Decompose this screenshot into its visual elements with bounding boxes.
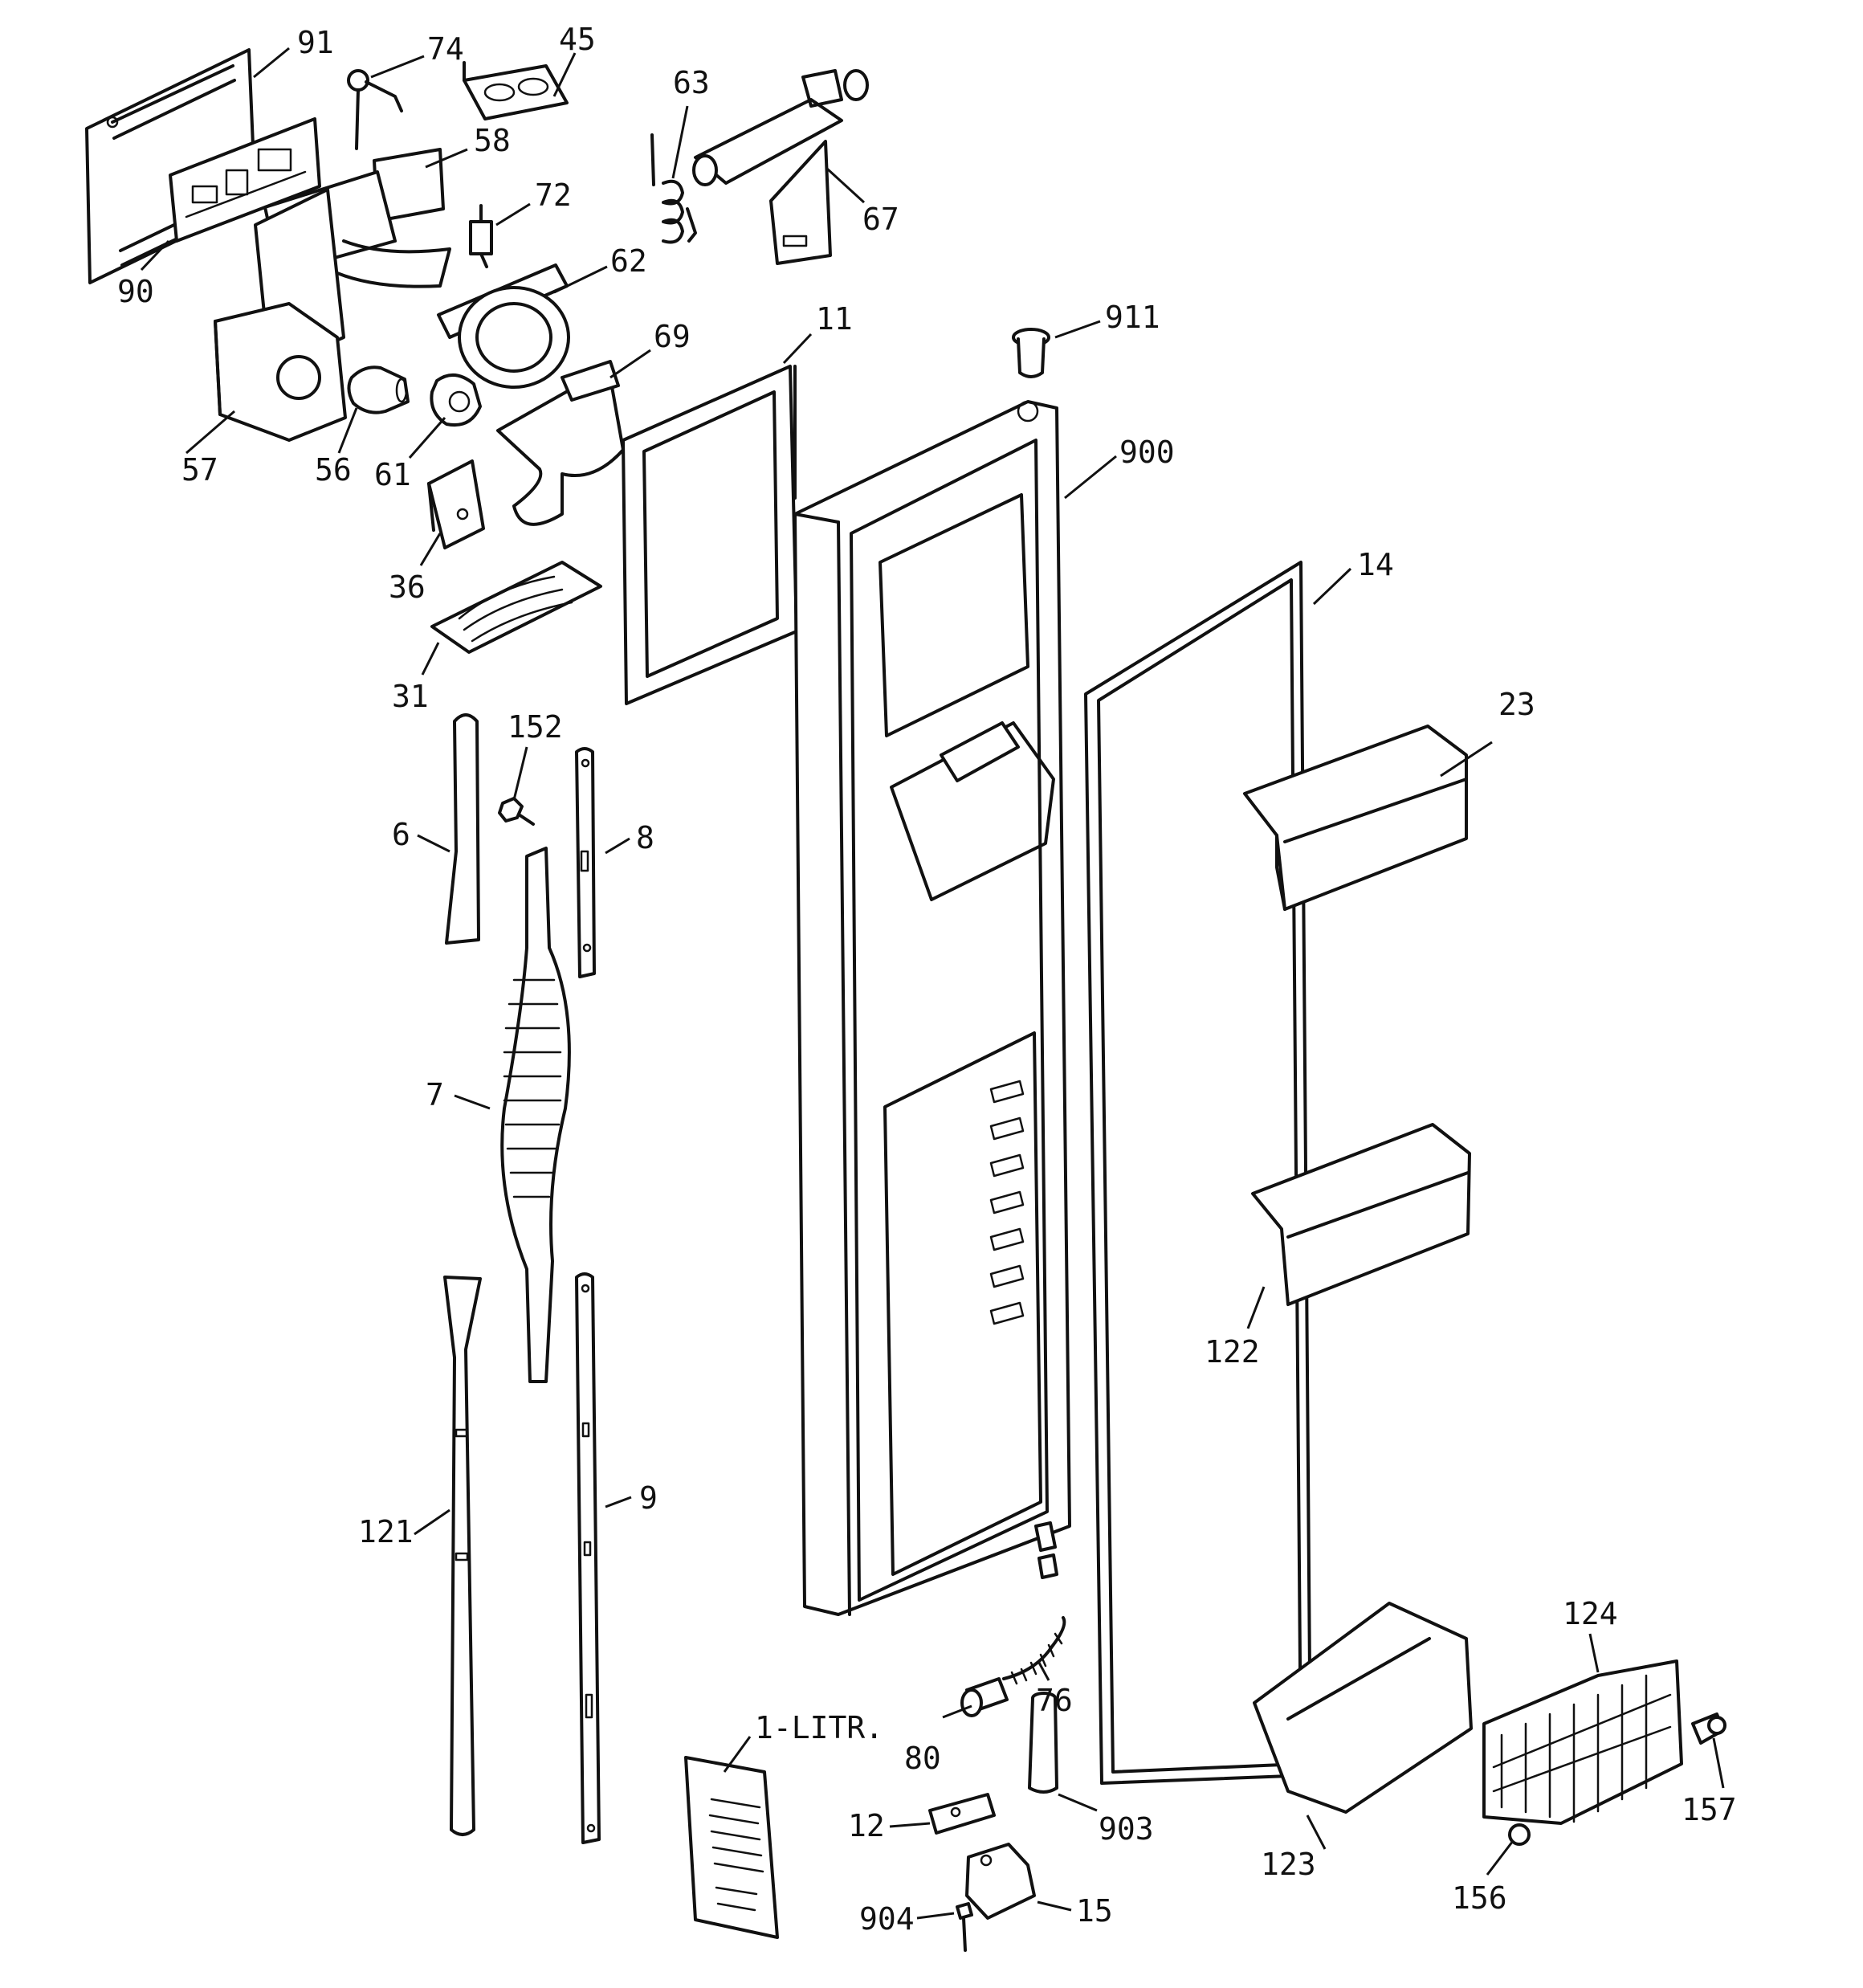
part-90-control-board [169,117,321,243]
part-124-wire-basket [1482,1659,1683,1825]
part-67-actuator-arm [692,69,869,265]
part-7-door-handle [500,847,571,1383]
part-45-bracket [463,61,569,120]
part-6-trim-piece [445,713,480,945]
part-36-bracket [427,459,485,549]
callout-36: 36 [389,569,426,605]
callout-69: 69 [654,319,691,354]
part-31-drip-grille [430,561,602,654]
callout-152: 152 [508,709,563,745]
callout-904: 904 [859,1901,915,1937]
part-76-hose [1002,1521,1066,1685]
part-122-door-bin [1251,1123,1471,1306]
part-12-shim [928,1793,996,1835]
part-62-ice-crusher-ring [437,263,570,389]
callout-6: 6 [392,817,410,852]
part-156-screw [1508,1823,1531,1846]
callout-903: 903 [1099,1811,1154,1847]
leader-lines [140,47,1725,1920]
callout-157: 157 [1682,1792,1737,1827]
part-152-screw [498,797,535,826]
part-74-spring [347,69,403,150]
part-904-screw [956,1902,973,1952]
part-911-bushing [1012,328,1050,378]
part-72-switch [469,204,493,268]
callout-58: 58 [474,123,511,158]
part-63-spring [650,133,697,244]
part-61-coupler [430,374,482,427]
callout-31: 31 [392,679,429,714]
callout-12: 12 [848,1808,885,1843]
part-15-hinge [965,1843,1036,1920]
callout-63: 63 [673,65,710,100]
callout-45: 45 [559,22,596,57]
callout-61: 61 [374,457,411,492]
callout-91: 91 [297,25,334,60]
part-900-door-assembly [793,400,1071,1616]
callout-90: 90 [117,274,154,309]
part-8-trim-strip [575,747,596,978]
callout-76: 76 [1036,1683,1073,1718]
callout-80: 80 [904,1741,941,1776]
callout-57: 57 [181,452,218,488]
part-903-pin [1028,1692,1058,1794]
part-157-knob [1691,1712,1726,1745]
part-121-trim-piece [443,1276,482,1836]
callout-900: 900 [1119,435,1175,470]
callout-121: 121 [358,1514,414,1549]
callout-9: 9 [639,1480,658,1516]
part-23-door-bin [1243,725,1468,911]
callout-56: 56 [315,452,352,488]
part-56-gear [347,365,410,414]
part-69-bucket-funnel [496,360,625,526]
callout-72: 72 [535,178,572,213]
part-9-trim-strip [575,1272,601,1844]
part-1-litr-booklet [684,1756,779,1939]
part-80-fitting [960,1677,1009,1717]
callout-911: 911 [1105,300,1160,335]
callout-1-litr: 1-LITR. [755,1710,883,1745]
part-57-auger-motor-housing [214,188,451,442]
part-123-door-bin [1253,1602,1473,1814]
callout-156: 156 [1452,1880,1507,1916]
callout-11: 11 [816,301,853,337]
callout-15: 15 [1076,1893,1113,1929]
callout-7: 7 [426,1077,444,1112]
callout-74: 74 [427,31,464,67]
callout-67: 67 [862,202,899,237]
callout-62: 62 [610,243,647,279]
callout-14: 14 [1357,547,1394,582]
part-14-door-gasket [1084,561,1312,1785]
callout-124: 124 [1563,1596,1618,1631]
callout-8: 8 [636,820,654,855]
callout-123: 123 [1261,1847,1316,1882]
callout-122: 122 [1205,1334,1260,1370]
door-shelf-clips [989,1080,1025,1325]
callout-23: 23 [1498,687,1535,722]
part-11-dispenser-frame [622,365,798,705]
